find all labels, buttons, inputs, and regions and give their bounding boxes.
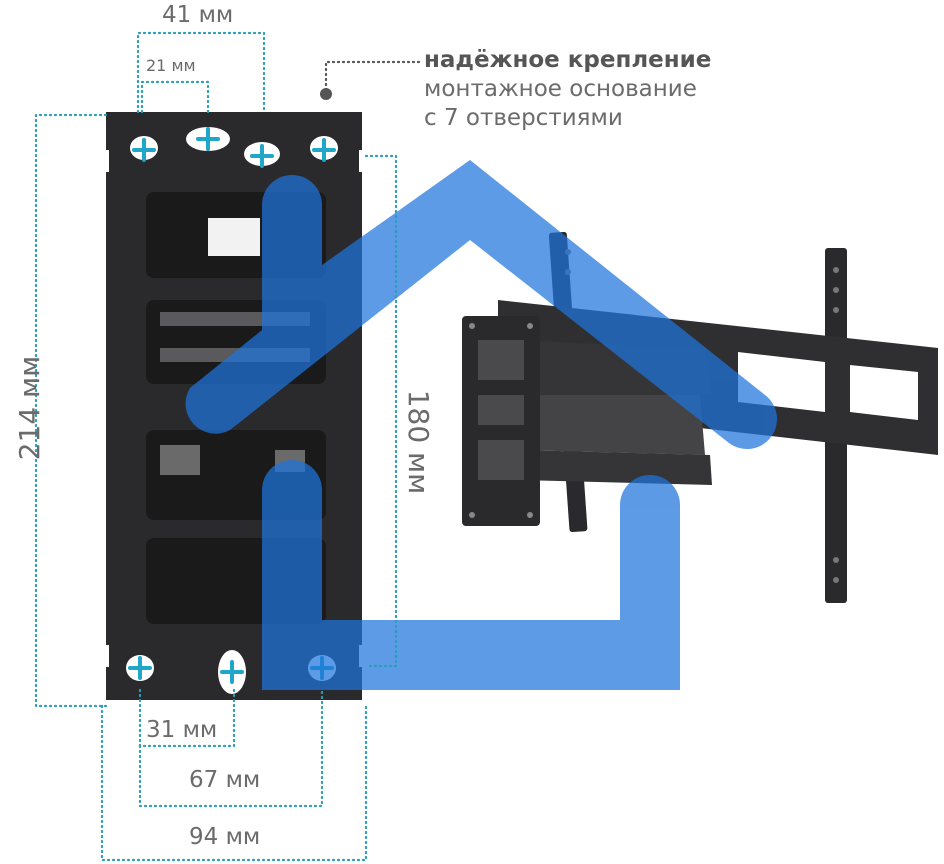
dim-bottom-small-label: 31 мм [146, 717, 218, 743]
house-logo-icon [185, 160, 778, 690]
dim-top-inner-label: 21 мм [146, 56, 196, 75]
caption-line-2: с 7 отверстиями [424, 105, 623, 131]
dim-bottom-full-label: 94 мм [189, 824, 261, 850]
dimension-lines [34, 31, 422, 862]
dim-right-height-label: 180 мм [402, 389, 435, 495]
dim-bottom-mid-label: 67 мм [189, 767, 261, 793]
caption-line-1: монтажное основание [424, 76, 697, 102]
dim-left-height-label: 214 мм [13, 355, 46, 461]
leader-dot-icon [320, 88, 332, 100]
caption-title: надёжное крепление [424, 47, 712, 73]
feature-caption: надёжное крепление монтажное основание с… [424, 46, 711, 133]
dim-top-outer-label: 41 мм [162, 2, 234, 28]
